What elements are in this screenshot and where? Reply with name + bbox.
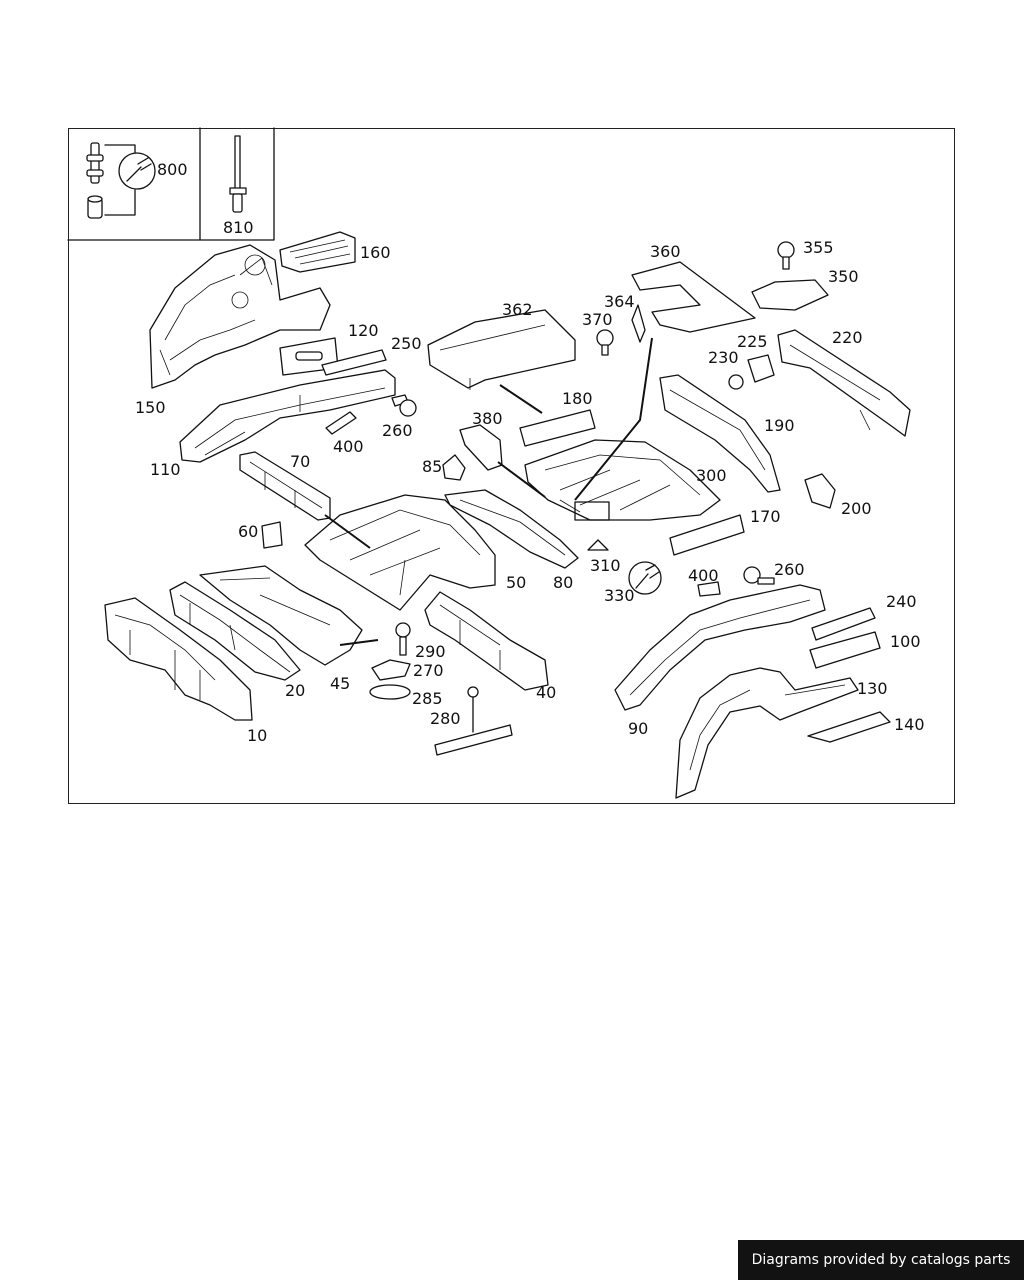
label-280: 280 [430,709,461,728]
part-400-pad [697,581,721,597]
label-260b: 260 [774,560,805,579]
part-130-wheel-arch [675,667,859,799]
label-230: 230 [708,348,739,367]
part-180-bracket [519,409,596,447]
part-90-side [614,584,826,711]
label-150: 150 [135,398,166,417]
label-260: 260 [382,421,413,440]
part-380-bracket [459,424,503,471]
wrench-icon [628,561,662,595]
part-230-nut [728,374,744,390]
part-labels: 800 810 160 150 120 250 260 400 110 70 6… [135,160,925,745]
label-200: 200 [841,499,872,518]
label-50: 50 [506,573,526,592]
footer-banner: Diagrams provided by catalogs parts [738,1240,1024,1280]
label-290: 290 [415,642,446,661]
label-400b: 400 [688,566,719,585]
part-45-panel [199,565,379,666]
part-250-tube [321,349,387,376]
part-50-floor [304,494,496,611]
part-810-bolt [229,135,247,213]
label-800: 800 [157,160,188,179]
part-800-rivets [86,142,136,219]
part-285-plug [369,684,411,700]
part-260-bolt [743,566,775,585]
part-362-tray [427,309,576,414]
part-360-strap [631,261,756,333]
label-160: 160 [360,243,391,262]
part-100-rail [809,631,881,669]
label-310: 310 [590,556,621,575]
part-290-bolt [395,622,411,656]
label-80: 80 [553,573,573,592]
label-110: 110 [150,460,181,479]
part-10-bulkhead [104,597,253,721]
part-160-bracket [279,231,356,273]
part-400-pad [325,411,357,435]
wrench-icon [118,152,156,190]
part-364-clip [631,304,646,343]
part-40-member [424,591,549,691]
label-285: 285 [412,689,443,708]
label-85: 85 [422,457,442,476]
part-20-tunnel [169,581,301,681]
part-260-bolt [391,394,417,417]
part-270-grommet [371,659,411,681]
label-120: 120 [348,321,379,340]
label-364: 364 [604,292,635,311]
label-100: 100 [890,632,921,651]
part-220-beam [777,329,911,437]
label-45: 45 [330,674,350,693]
label-140: 140 [894,715,925,734]
label-370: 370 [582,310,613,329]
part-200-bracket [804,473,836,509]
label-60: 60 [238,522,258,541]
part-370-bolt [596,329,614,356]
part-80-crossmember [444,489,579,569]
label-20: 20 [285,681,305,700]
label-220: 220 [832,328,863,347]
part-355-bolt [777,241,795,270]
label-180: 180 [562,389,593,408]
part-70-crossmember [239,451,331,521]
part-280-rod [434,686,513,756]
label-40: 40 [536,683,556,702]
part-60-bracket [261,521,283,549]
part-310-grommet [587,539,609,551]
part-150-wheel-arch [149,244,331,389]
label-270: 270 [413,661,444,680]
part-85-clip [442,454,466,481]
label-360: 360 [650,242,681,261]
label-810: 810 [223,218,254,237]
label-250: 250 [391,334,422,353]
part-140-rail [807,711,891,743]
label-380: 380 [472,409,503,428]
part-110-rail [179,369,396,463]
label-300: 300 [696,466,727,485]
label-130: 130 [857,679,888,698]
label-170: 170 [750,507,781,526]
label-225: 225 [737,332,768,351]
part-300-floor-pan [497,337,721,521]
inset-boxes [67,127,275,241]
diagram-frame [68,128,955,804]
part-350-bracket [751,279,829,311]
label-400: 400 [333,437,364,456]
label-90: 90 [628,719,648,738]
part-190-member [659,374,781,493]
label-190: 190 [764,416,795,435]
label-330: 330 [604,586,635,605]
label-10: 10 [247,726,267,745]
label-350: 350 [828,267,859,286]
part-225-cover [747,354,775,383]
label-70: 70 [290,452,310,471]
label-362: 362 [502,300,533,319]
part-170-bracket [669,514,745,556]
label-355: 355 [803,238,834,257]
part-240-rail [811,607,876,641]
label-240: 240 [886,592,917,611]
